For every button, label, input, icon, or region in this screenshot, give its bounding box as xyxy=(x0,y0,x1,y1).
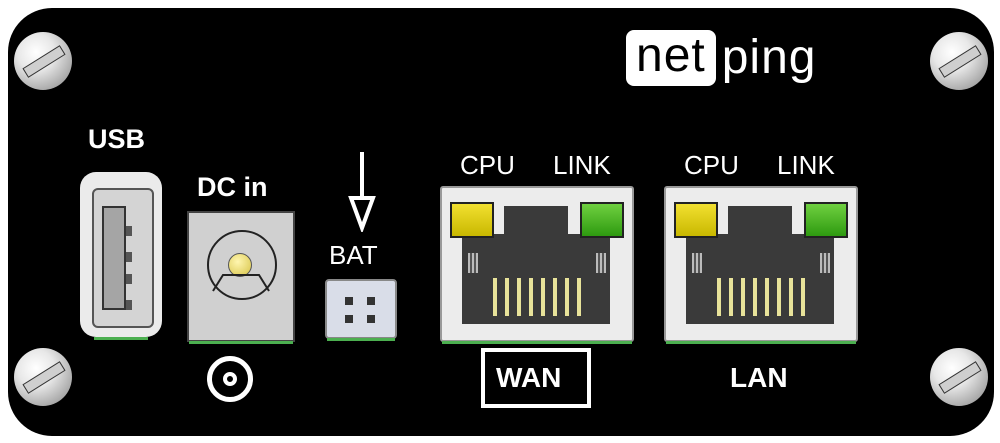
wan-cpu-led-icon xyxy=(450,202,494,238)
logo-ping: ping xyxy=(721,31,817,84)
dc-jack-bracket-icon xyxy=(212,274,270,292)
wan-label: WAN xyxy=(496,362,562,393)
usb-label: USB xyxy=(88,124,146,154)
dc-in-jack[interactable] xyxy=(187,211,295,344)
wan-link-label: LINK xyxy=(553,150,611,180)
battery-connector[interactable] xyxy=(325,279,397,341)
screw-top-right-icon xyxy=(930,32,988,90)
bat-label: BAT xyxy=(329,240,378,270)
screw-top-left-icon xyxy=(14,32,72,90)
netping-logo: net ping xyxy=(626,28,816,88)
wan-link-led-icon xyxy=(580,202,624,238)
lan-ethernet-port[interactable] xyxy=(664,186,858,344)
lan-cpu-led-icon xyxy=(674,202,718,238)
dc-polarity-icon xyxy=(207,356,253,402)
usb-port[interactable] xyxy=(80,172,162,340)
screw-bottom-left-icon xyxy=(14,348,72,406)
wan-label-box xyxy=(481,348,591,408)
lan-label: LAN xyxy=(730,362,788,393)
lan-link-label: LINK xyxy=(777,150,835,180)
wan-ethernet-port[interactable] xyxy=(440,186,634,344)
lan-link-led-icon xyxy=(804,202,848,238)
lan-cpu-label: CPU xyxy=(684,150,739,180)
screw-bottom-right-icon xyxy=(930,348,988,406)
wan-cpu-label: CPU xyxy=(460,150,515,180)
battery-arrow-icon xyxy=(348,152,376,232)
dc-in-label: DC in xyxy=(197,172,268,202)
logo-net: net xyxy=(626,30,716,86)
